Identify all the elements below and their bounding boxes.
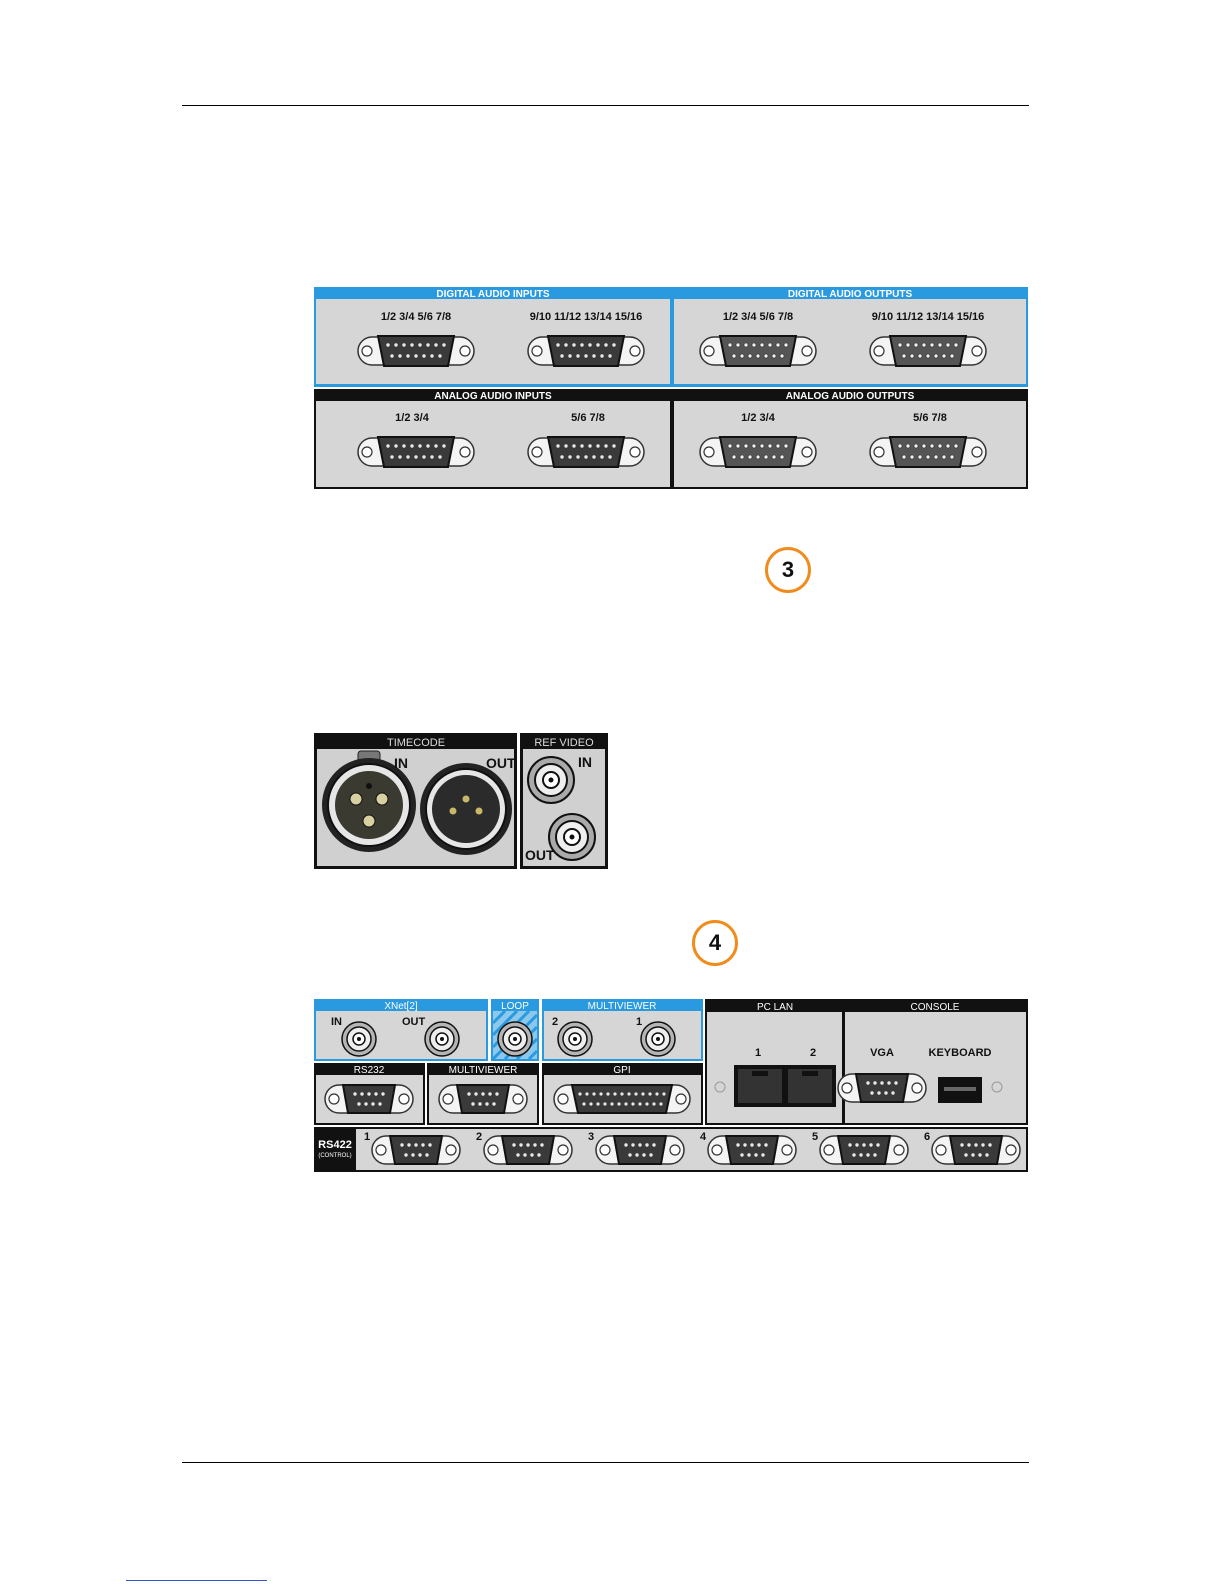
multiviewer-top-label-2: 2 bbox=[552, 1016, 558, 1028]
audio-connector-panel: DIGITAL AUDIO INPUTS DIGITAL AUDIO OUTPU… bbox=[314, 287, 1028, 489]
analog-inputs-title: ANALOG AUDIO INPUTS bbox=[434, 391, 552, 402]
rs422-port-label-6: 6 bbox=[924, 1131, 930, 1143]
loop-title: LOOP bbox=[501, 1001, 529, 1012]
pc-lan-title: PC LAN bbox=[757, 1002, 793, 1013]
rs232-connector bbox=[324, 1084, 414, 1114]
io-connector-panel: XNet[2] IN OUT LOOP MULTIVIEWER 2 1 RS23… bbox=[314, 999, 1028, 1172]
rs422-connector-2 bbox=[483, 1135, 573, 1165]
analog-output-label-2: 5/6 7/8 bbox=[913, 412, 947, 424]
multiviewer-top-label-1: 1 bbox=[636, 1016, 642, 1028]
timecode-in-label: IN bbox=[394, 755, 408, 771]
xnet-out-bnc-connector bbox=[424, 1021, 460, 1057]
loop-bnc-connector bbox=[497, 1021, 533, 1057]
multiviewer-top-bnc-2 bbox=[557, 1021, 593, 1057]
rs422-port-label-1: 1 bbox=[364, 1131, 370, 1143]
rs422-connector-5 bbox=[819, 1135, 909, 1165]
pc-lan-label-2: 2 bbox=[810, 1047, 816, 1059]
header-rule bbox=[182, 105, 1029, 106]
rs422-subtitle: (CONTROL) bbox=[318, 1153, 351, 1159]
rs232-title: RS232 bbox=[354, 1065, 385, 1076]
xnet-out-label: OUT bbox=[402, 1016, 426, 1028]
keyboard-usb-port bbox=[938, 1077, 982, 1103]
timecode-out-label: OUT bbox=[486, 755, 516, 771]
digital-output-label-2: 9/10 11/12 13/14 15/16 bbox=[872, 311, 985, 323]
callout-3: 3 bbox=[765, 547, 811, 593]
xnet-in-bnc-connector bbox=[341, 1021, 377, 1057]
analog-input-connector-2 bbox=[527, 436, 645, 468]
digital-input-label-2: 9/10 11/12 13/14 15/16 bbox=[530, 311, 643, 323]
multiviewer-bottom-title: MULTIVIEWER bbox=[449, 1065, 518, 1076]
rs422-title: RS422 bbox=[318, 1139, 352, 1151]
rs422-connector-6 bbox=[931, 1135, 1021, 1165]
footer-rule bbox=[182, 1462, 1029, 1463]
xnet-in-label: IN bbox=[331, 1016, 342, 1028]
digital-output-connector-1 bbox=[699, 335, 817, 367]
ref-video-in-label: IN bbox=[578, 754, 592, 770]
digital-output-label-1: 1/2 3/4 5/6 7/8 bbox=[723, 311, 793, 323]
ref-video-in-bnc-connector bbox=[527, 756, 575, 804]
vga-label: VGA bbox=[870, 1047, 894, 1059]
rs422-port-label-5: 5 bbox=[812, 1131, 818, 1143]
callout-4: 4 bbox=[692, 920, 738, 966]
rs422-port-label-3: 3 bbox=[588, 1131, 594, 1143]
rs422-connector-1 bbox=[371, 1135, 461, 1165]
vga-connector bbox=[837, 1073, 927, 1103]
rs422-connector-3 bbox=[595, 1135, 685, 1165]
pc-lan-label-1: 1 bbox=[755, 1047, 761, 1059]
digital-input-connector-2 bbox=[527, 335, 645, 367]
multiviewer-top-title: MULTIVIEWER bbox=[588, 1001, 657, 1012]
analog-output-connector-1 bbox=[699, 436, 817, 468]
ref-video-title: REF VIDEO bbox=[534, 737, 594, 749]
xnet-title: XNet[2] bbox=[384, 1001, 418, 1012]
console-title: CONSOLE bbox=[911, 1002, 960, 1013]
timecode-in-xlr-connector bbox=[322, 750, 416, 852]
timecode-title: TIMECODE bbox=[387, 737, 445, 749]
rs422-port-label-2: 2 bbox=[476, 1131, 482, 1143]
digital-input-connector-1 bbox=[357, 335, 475, 367]
footer-link-underline bbox=[126, 1580, 267, 1581]
analog-outputs-title: ANALOG AUDIO OUTPUTS bbox=[786, 391, 915, 402]
rs422-port-label-4: 4 bbox=[700, 1131, 707, 1143]
analog-output-label-1: 1/2 3/4 bbox=[741, 412, 776, 424]
gpi-title: GPI bbox=[613, 1065, 630, 1076]
timecode-out-xlr-connector bbox=[420, 763, 512, 855]
multiviewer-top-bnc-1 bbox=[640, 1021, 676, 1057]
multiviewer-bottom-connector bbox=[438, 1084, 528, 1114]
timecode-ref-panel: TIMECODE REF VIDEO IN OUT IN OUT bbox=[314, 733, 608, 869]
keyboard-label: KEYBOARD bbox=[929, 1047, 992, 1059]
digital-output-connector-2 bbox=[869, 335, 987, 367]
ref-video-out-bnc-connector bbox=[548, 813, 596, 861]
rs422-port-group: 1 2 3 4 5 6 bbox=[364, 1131, 1021, 1165]
analog-input-label-1: 1/2 3/4 bbox=[395, 412, 430, 424]
analog-output-connector-2 bbox=[869, 436, 987, 468]
ref-video-out-label: OUT bbox=[525, 847, 555, 863]
digital-input-label-1: 1/2 3/4 5/6 7/8 bbox=[381, 311, 451, 323]
pc-lan-ethernet-ports bbox=[734, 1065, 836, 1107]
analog-input-connector-1 bbox=[357, 436, 475, 468]
gpi-connector bbox=[553, 1084, 691, 1114]
digital-inputs-title: DIGITAL AUDIO INPUTS bbox=[436, 289, 549, 300]
digital-outputs-title: DIGITAL AUDIO OUTPUTS bbox=[788, 289, 913, 300]
rs422-connector-4 bbox=[707, 1135, 797, 1165]
analog-input-label-2: 5/6 7/8 bbox=[571, 412, 605, 424]
